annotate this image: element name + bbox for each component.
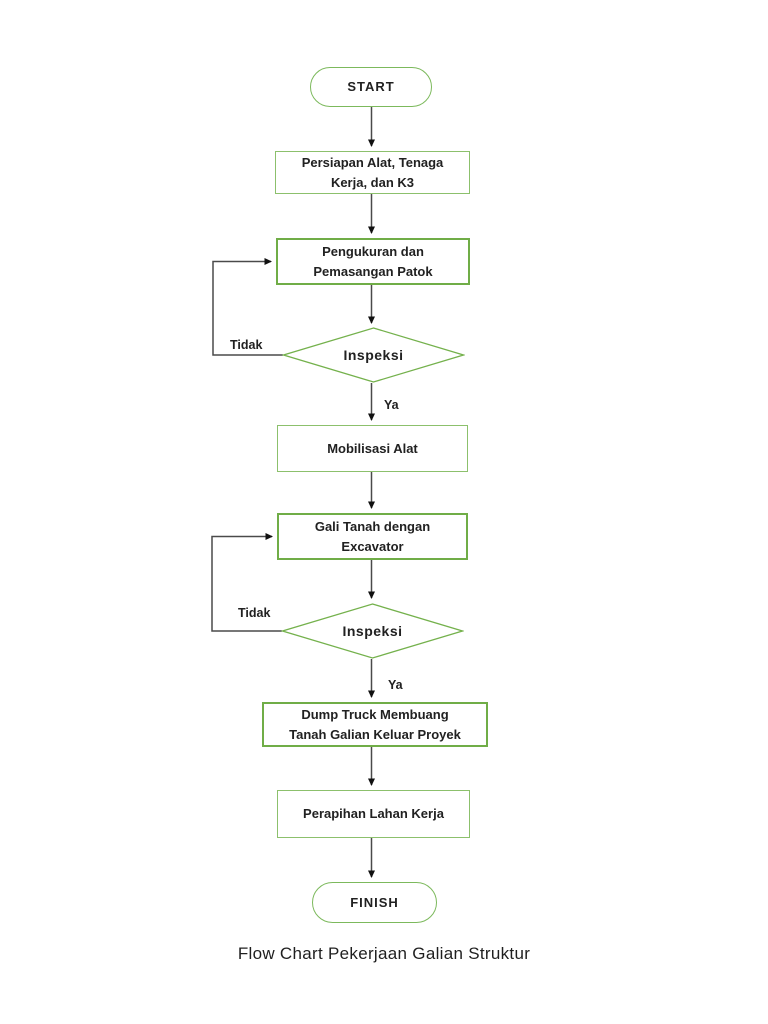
node-perapihan-process: Perapihan Lahan Kerja <box>277 790 470 838</box>
edge-inspeksi1-tidak-loop <box>212 258 283 356</box>
inspeksi2-diamond-shape <box>281 603 464 659</box>
edge-inspeksi2-tidak-loop <box>211 533 282 632</box>
flowchart-caption: Flow Chart Pekerjaan Galian Struktur <box>237 944 531 963</box>
edge-label-ya-1: Ya <box>384 398 399 412</box>
node-inspeksi2-decision: Inspeksi <box>281 603 464 659</box>
node-pengukuran-process: Pengukuran dan Pemasangan Patok <box>276 238 470 285</box>
node-finish-label: FINISH <box>350 894 399 910</box>
node-persiapan-process: Persiapan Alat, Tenaga Kerja, dan K3 <box>275 151 470 194</box>
node-inspeksi1-label: Inspeksi <box>343 347 404 363</box>
node-inspeksi1-decision: Inspeksi <box>282 327 465 383</box>
node-gali-label: Gali Tanah dengan Excavator <box>314 518 431 554</box>
node-dumptruck-label: Dump Truck Membuang Tanah Galian Keluar … <box>289 706 461 742</box>
node-dumptruck-process: Dump Truck Membuang Tanah Galian Keluar … <box>262 702 488 747</box>
inspeksi1-diamond-shape <box>282 327 465 383</box>
node-finish-terminator: FINISH <box>312 882 437 923</box>
node-start-label: START <box>347 79 395 94</box>
node-persiapan-label: Persiapan Alat, Tenaga Kerja, dan K3 <box>301 154 444 190</box>
node-inspeksi2-label: Inspeksi <box>342 623 403 639</box>
node-mobilisasi-process: Mobilisasi Alat <box>277 425 468 472</box>
edge-label-tidak-1: Tidak <box>230 338 263 352</box>
node-gali-process: Gali Tanah dengan Excavator <box>277 513 468 560</box>
node-perapihan-label: Perapihan Lahan Kerja <box>303 806 444 821</box>
edge-label-tidak-2: Tidak <box>238 606 271 620</box>
edge-label-ya-2: Ya <box>388 678 403 692</box>
node-pengukuran-label: Pengukuran dan Pemasangan Patok <box>313 243 433 279</box>
node-mobilisasi-label: Mobilisasi Alat <box>327 440 418 456</box>
node-start-terminator: START <box>310 67 432 107</box>
